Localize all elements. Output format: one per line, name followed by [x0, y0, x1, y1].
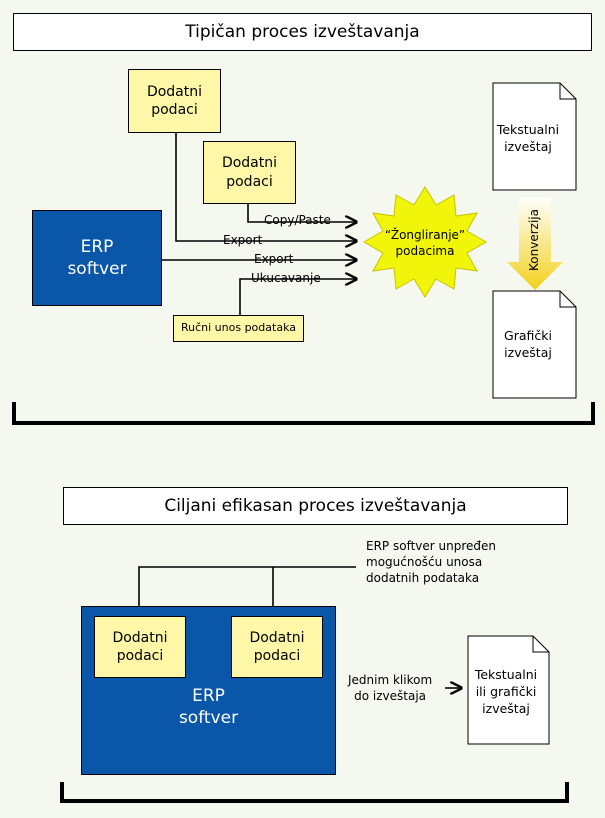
top-connectors — [162, 133, 356, 315]
doc-bottom-shape — [467, 635, 550, 745]
label-export-2: Export — [254, 252, 294, 266]
conversion-arrow — [507, 197, 563, 290]
top-bracket — [12, 402, 595, 425]
bottom-connectors — [138, 566, 461, 688]
label-copy-paste: Copy/Paste — [264, 213, 331, 227]
bottom-title: Ciljani efikasan proces izveštavanja — [63, 487, 568, 525]
bottom-bracket — [60, 782, 569, 803]
juggling-starburst — [363, 186, 487, 298]
label-export-1: Export — [223, 233, 263, 247]
doc-textual-shape — [492, 82, 577, 191]
conversion-label: Konverzija — [527, 209, 541, 271]
juggling-label: “Žongliranje”podacima — [384, 228, 466, 258]
manual-entry-box: Ručni unos podataka — [173, 315, 304, 342]
label-ukucavanje: Ukucavanje — [251, 271, 321, 285]
top-title: Tipičan proces izveštavanja — [13, 13, 592, 51]
doc-graphic-shape — [492, 290, 577, 399]
